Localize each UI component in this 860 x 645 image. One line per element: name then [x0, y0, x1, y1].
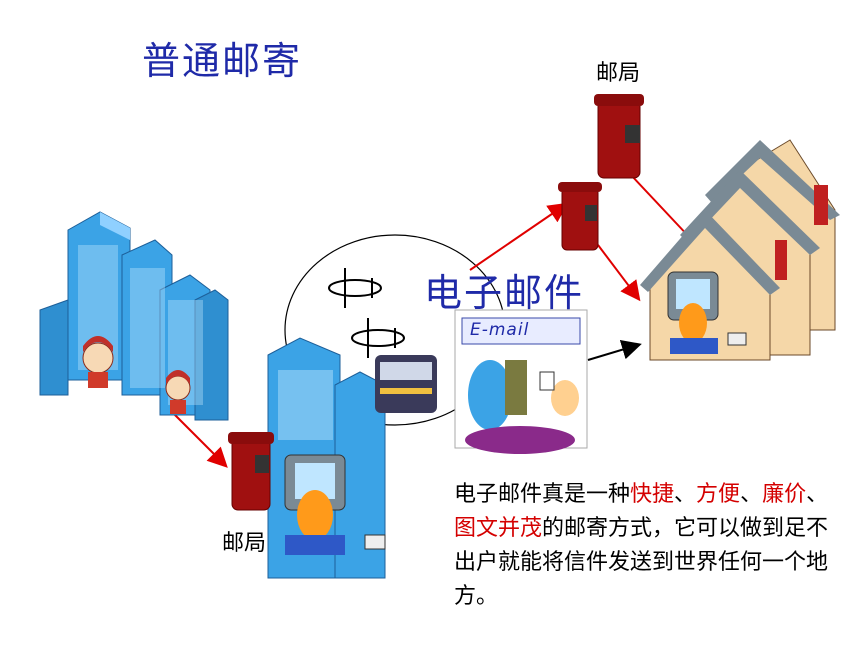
girl-character-1 [82, 336, 114, 388]
computer-user-bottom [284, 454, 386, 555]
email-card-label: E-mail [470, 320, 530, 340]
email-description: 电子邮件真是一种快捷、方便、廉价、图文并茂的邮寄方式，它可以做到足不出户就能将信… [454, 478, 834, 614]
highlight-convenient: 方便 [696, 482, 741, 507]
post-office-label-top: 邮局 [596, 61, 641, 86]
highlight-cheap: 廉价 [762, 482, 807, 507]
mailbox-middle [558, 182, 602, 251]
email-title: 电子邮件 [424, 271, 585, 315]
desc-sep-2: 、 [740, 482, 763, 507]
mailbox-top [594, 94, 644, 179]
email-arrow [587, 340, 642, 361]
left-buildings [39, 211, 229, 421]
highlight-fast: 快捷 [630, 482, 675, 507]
email-card [454, 309, 588, 454]
post-office-label-bottom: 邮局 [222, 531, 267, 556]
regular-mail-title: 普通邮寄 [142, 39, 303, 83]
houses [640, 139, 840, 361]
highlight-rich-media: 图文并茂 [454, 516, 543, 541]
mailbox-bottom [228, 432, 274, 511]
desc-sep-3: 、 [806, 482, 829, 507]
computer-user-right [667, 271, 747, 354]
girl-character-2 [165, 370, 191, 414]
desc-text-2: 的邮寄方式，它可以做到足不出户就能将信件发送到世界任何一个地方。 [454, 516, 829, 609]
desc-text-1: 电子邮件真是一种 [454, 482, 631, 507]
airplane-2 [351, 318, 405, 358]
desc-sep-1: 、 [674, 482, 697, 507]
airplane-1 [328, 268, 382, 308]
train [375, 355, 437, 413]
